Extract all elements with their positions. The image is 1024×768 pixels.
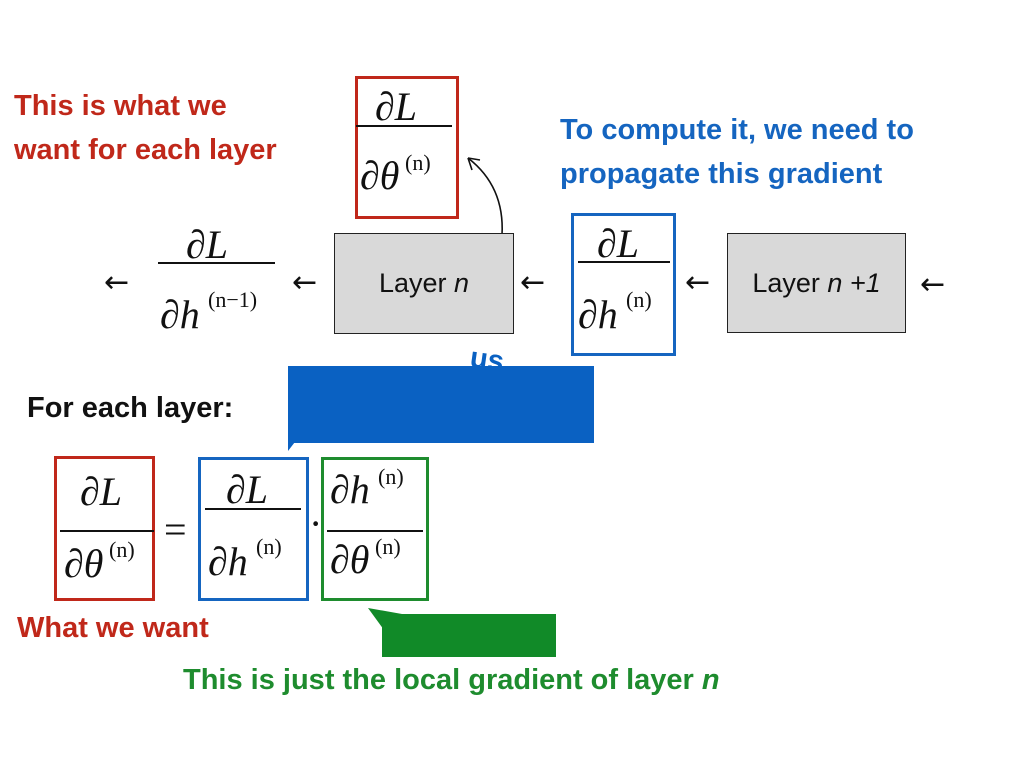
layer-n-var: n: [454, 268, 470, 298]
partial-symbol: ∂: [578, 292, 598, 337]
eq-right-partial-h: ∂h: [330, 470, 370, 510]
blue-callout-banner: [288, 366, 594, 443]
mid-h-superscript: (n): [626, 287, 652, 312]
eq-lhs-partial-theta: ∂θ: [64, 544, 103, 584]
annotation-line-1: To compute it, we need to: [560, 114, 914, 146]
partial-symbol: ∂: [208, 539, 228, 584]
eq-right-theta-superscript: (n): [375, 534, 401, 559]
arrow-left-1: ←: [104, 265, 130, 300]
top-fraction-line: [356, 125, 452, 127]
L-symbol: L: [205, 222, 229, 267]
mid-fraction-line: [578, 261, 670, 263]
eq-right-fraction-line: [327, 530, 423, 532]
eq-mid-partial-h: ∂h: [208, 542, 248, 582]
L-symbol: L: [616, 221, 640, 266]
partial-symbol: ∂: [186, 222, 206, 267]
layer-n-plus-1-var: n +1: [827, 267, 881, 298]
eq-right-partial-theta: ∂θ: [330, 540, 369, 580]
layer-n-label: Layer: [378, 268, 447, 298]
for-each-layer-label: For each layer:: [27, 392, 234, 424]
annotation-propagate-gradient: To compute it, we need to propagate this…: [560, 108, 914, 196]
arrow-left-5: ←: [920, 267, 946, 302]
equals-sign: =: [164, 507, 187, 552]
dot-product-sign: ·: [309, 501, 323, 546]
arrow-left-2: ←: [292, 265, 318, 300]
eq-hidden-gradient-frame: [198, 457, 309, 601]
eq-lhs-theta-superscript: (n): [109, 537, 135, 562]
h-symbol: h: [597, 292, 618, 337]
eq-param-gradient-frame: [54, 456, 155, 601]
layer-n-plus-1-label: Layer: [752, 267, 820, 298]
mid-partial-h: ∂h: [578, 295, 618, 335]
partial-symbol: ∂: [160, 292, 180, 337]
eq-right-h-superscript: (n): [378, 464, 404, 489]
arrow-left-3: ←: [520, 265, 546, 300]
partial-symbol: ∂: [360, 153, 380, 198]
L-symbol: L: [394, 84, 418, 129]
theta-symbol: θ: [349, 537, 370, 582]
annotation-line-2: want for each layer: [14, 134, 277, 166]
mid-partial-L: ∂L: [597, 224, 639, 264]
eq-local-gradient-frame: [321, 457, 429, 601]
eq-mid-fraction-line: [205, 508, 301, 510]
partial-symbol: ∂: [80, 469, 100, 514]
left-h-superscript: (n−1): [208, 287, 258, 312]
h-symbol: h: [179, 292, 200, 337]
top-partial-theta: ∂θ: [360, 156, 399, 196]
partial-symbol: ∂: [226, 467, 246, 512]
green-callout-banner: [382, 614, 556, 657]
eq-lhs-fraction-line: [60, 530, 154, 532]
partial-symbol: ∂: [597, 221, 617, 266]
partial-symbol: ∂: [375, 84, 395, 129]
eq-lhs-partial-L: ∂L: [80, 472, 122, 512]
blue-callout-pointer: [288, 425, 308, 451]
annotation-line-2: propagate this gradient: [560, 158, 883, 190]
partial-symbol: ∂: [330, 467, 350, 512]
top-param-gradient-frame: [355, 76, 459, 219]
partial-symbol: ∂: [330, 537, 350, 582]
eq-mid-partial-L: ∂L: [226, 470, 268, 510]
left-partial-h: ∂h: [160, 295, 200, 335]
curved-arrow: [467, 157, 503, 236]
left-partial-L: ∂L: [186, 225, 228, 265]
annotation-want-each-layer: This is what we want for each layer: [14, 84, 277, 172]
annotation-line-1: This is what we: [14, 90, 227, 122]
arrow-left-4: ←: [685, 265, 711, 300]
layer-n-box: Layer n: [334, 233, 514, 334]
left-fraction-line: [158, 262, 275, 264]
top-partial-L: ∂L: [375, 87, 417, 127]
what-we-want-label: What we want: [17, 612, 209, 644]
h-symbol: h: [227, 539, 248, 584]
hidden-gradient-frame: [571, 213, 676, 356]
theta-symbol: θ: [379, 153, 400, 198]
partial-symbol: ∂: [64, 541, 84, 586]
L-symbol: L: [99, 469, 123, 514]
h-symbol: h: [349, 467, 370, 512]
eq-mid-h-superscript: (n): [256, 534, 282, 559]
L-symbol: L: [245, 467, 269, 512]
layer-n-plus-1-box: Layer n +1: [727, 233, 906, 333]
local-gradient-prefix: This is just the local gradient of layer: [183, 664, 694, 696]
local-gradient-caption: This is just the local gradient of layer…: [183, 664, 720, 697]
top-theta-superscript: (n): [405, 150, 431, 175]
local-gradient-var: n: [701, 664, 720, 696]
theta-symbol: θ: [83, 541, 104, 586]
